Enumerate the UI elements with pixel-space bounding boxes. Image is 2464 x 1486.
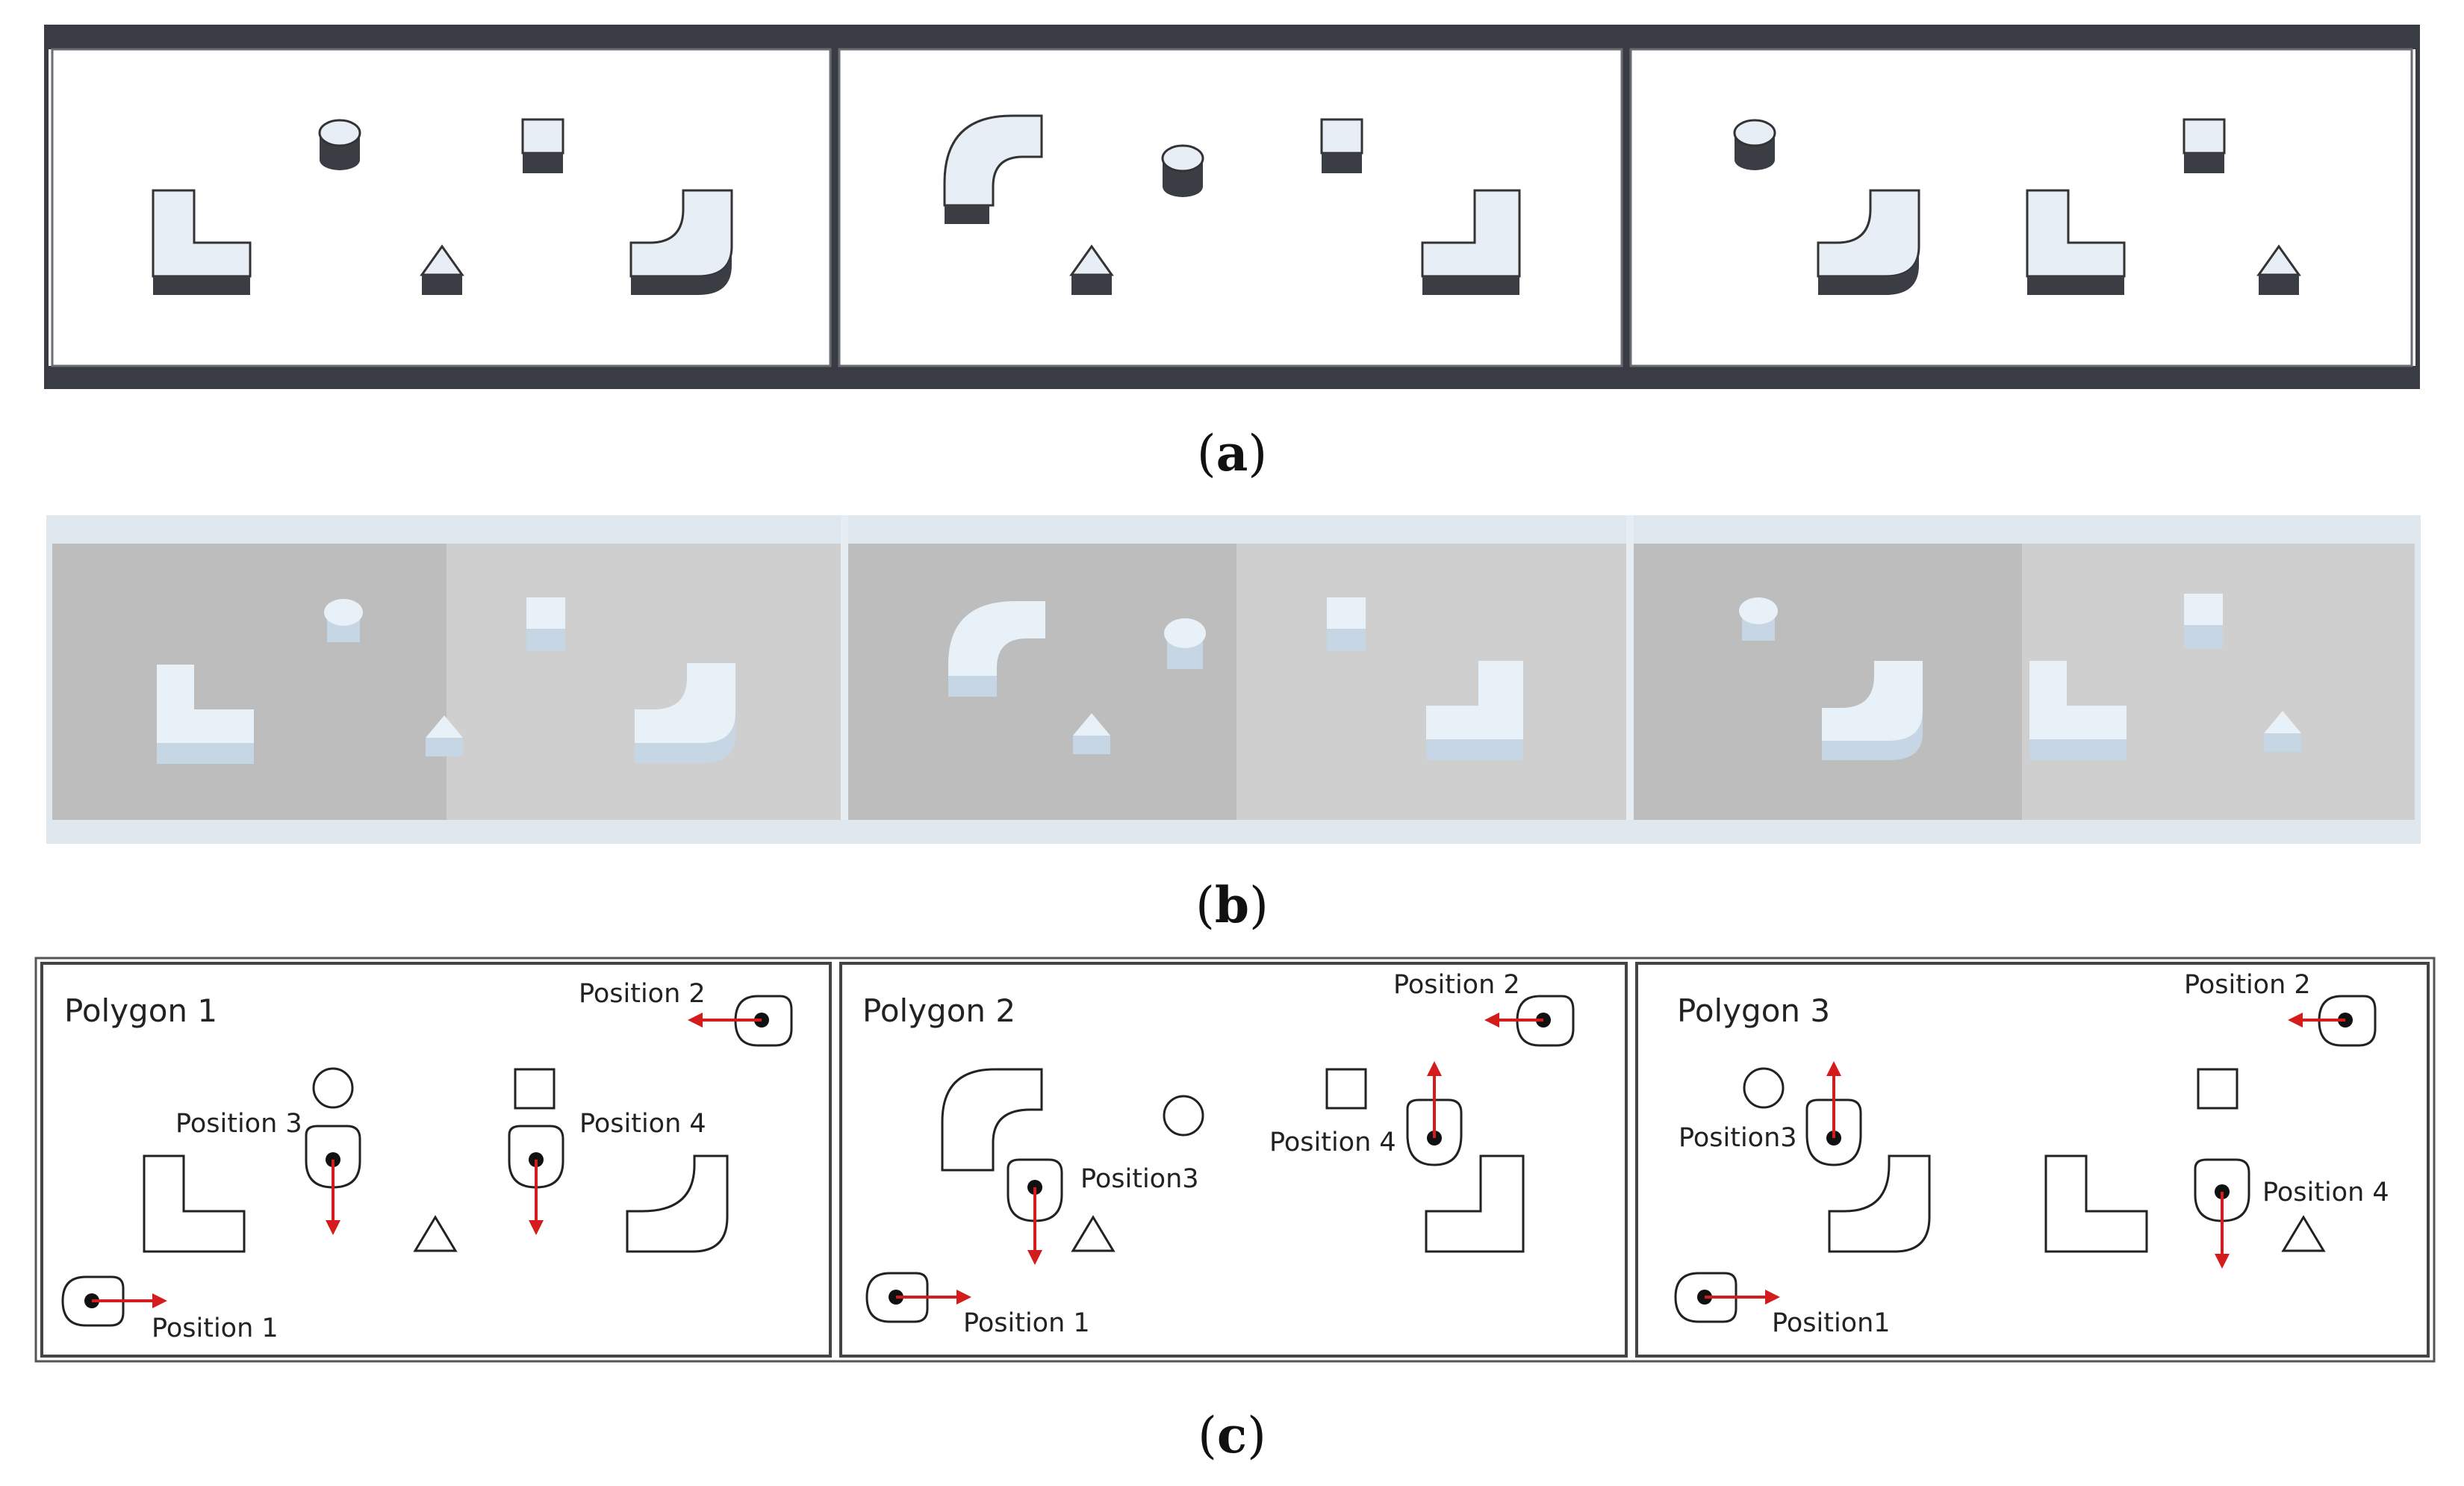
l-shape-block <box>1426 661 1523 760</box>
circle-obstacle <box>1163 1095 1204 1137</box>
square-obstacle <box>2197 1068 2239 1110</box>
panel-b <box>46 515 2421 844</box>
l-shape-block <box>157 665 254 764</box>
triangle-obstacle <box>2281 1215 2326 1252</box>
cube-block <box>521 118 564 173</box>
curve-block <box>1817 189 1920 295</box>
polygon-3-position-1-label: Position1 <box>1772 1308 1891 1338</box>
polygon-3-section: Polygon 3 Position 2 Position3 Positi <box>1635 962 2430 1358</box>
polygon-2-position-4-label: Position 4 <box>1269 1128 1396 1157</box>
triangle-block <box>2264 711 2301 752</box>
polygon-2-section: Polygon 2 Position 2 Position3 Position … <box>839 962 1628 1358</box>
circle-obstacle <box>1743 1067 1785 1109</box>
polygon-2-position-1-label: Position 1 <box>963 1308 1090 1338</box>
cylinder-block <box>324 599 363 642</box>
cylinder-block <box>1161 144 1204 197</box>
cube-block <box>2183 118 2226 173</box>
polygon-2-title: Polygon 2 <box>862 992 1015 1029</box>
curve-obstacle <box>1828 1154 1931 1253</box>
curve-block <box>1822 661 1923 760</box>
triangle-block <box>420 244 464 295</box>
curve-block <box>948 601 1045 697</box>
triangle-block <box>426 715 463 756</box>
polygon-1-position-4-label: Position 4 <box>579 1109 706 1139</box>
triangle-obstacle <box>413 1215 458 1252</box>
cube-block <box>526 597 565 651</box>
panel-c: Polygon 1 Position 2 Position 3 Position… <box>34 957 2436 1363</box>
polygon-3-position-3-label: Position3 <box>1679 1123 1797 1153</box>
triangle-block <box>1069 244 1114 295</box>
cube-block <box>1327 597 1366 651</box>
curve-obstacle <box>626 1154 729 1253</box>
cylinder-block <box>1733 119 1776 170</box>
curve-block <box>629 189 733 295</box>
l-shape-block <box>2026 189 2126 295</box>
polygon-1-position-2-label: Position 2 <box>579 979 706 1009</box>
circle-obstacle <box>312 1067 354 1109</box>
panel-a-divider-1 <box>830 27 839 387</box>
polygon-2-position-2-label: Position 2 <box>1393 970 1520 1000</box>
l-shape-obstacle <box>143 1154 246 1253</box>
cylinder-block <box>318 119 361 170</box>
polygon-3-title: Polygon 3 <box>1677 992 1830 1029</box>
caption-c: (c) <box>1198 1406 1266 1464</box>
cylinder-block <box>1164 618 1206 669</box>
cube-block <box>2184 594 2223 649</box>
curve-block <box>635 663 735 763</box>
square-obstacle <box>514 1068 556 1110</box>
l-shape-block <box>152 189 252 295</box>
polygon-2-position-3-label: Position3 <box>1080 1164 1199 1194</box>
panel-a <box>44 25 2420 389</box>
polygon-3-position-2-label: Position 2 <box>2184 970 2311 1000</box>
cylinder-block <box>1739 597 1778 641</box>
triangle-obstacle <box>1071 1215 1116 1252</box>
panel-a-top-bar <box>46 27 2418 49</box>
l-shape-block <box>1421 189 1521 295</box>
caption-b: (b) <box>1195 876 1269 934</box>
curve-block <box>943 114 1043 224</box>
l-shape-obstacle <box>2044 1154 2148 1253</box>
polygon-1-position-3-label: Position 3 <box>175 1109 302 1139</box>
polygon-1-position-1-label: Position 1 <box>152 1314 279 1343</box>
polygon-1-title: Polygon 1 <box>64 992 217 1029</box>
curve-obstacle <box>941 1068 1043 1172</box>
triangle-block <box>1073 713 1110 754</box>
l-shape-obstacle <box>1425 1154 1525 1253</box>
panel-a-bottom-bar <box>46 366 2418 387</box>
panel-a-divider-2 <box>1622 27 1631 387</box>
square-obstacle <box>1325 1068 1367 1110</box>
triangle-block <box>2256 244 2301 295</box>
l-shape-block <box>2029 661 2127 760</box>
polygon-1-section: Polygon 1 Position 2 Position 3 Position… <box>40 962 832 1358</box>
polygon-3-position-4-label: Position 4 <box>2262 1178 2389 1207</box>
cube-block <box>1320 118 1363 173</box>
caption-a: (a) <box>1197 424 1267 482</box>
